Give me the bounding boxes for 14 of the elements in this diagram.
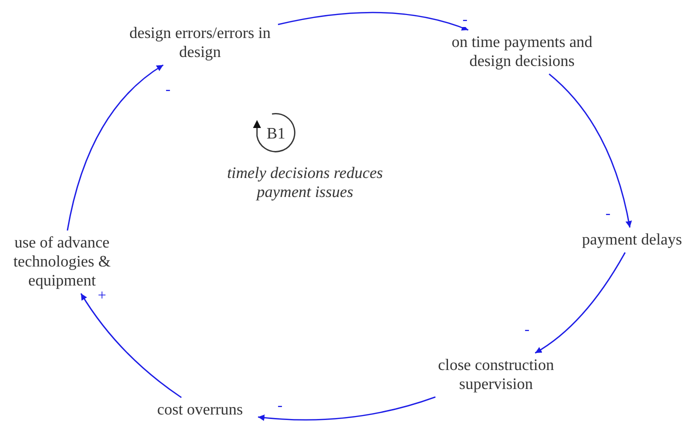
causal-arrow — [80, 293, 182, 398]
causal-arrow — [258, 396, 436, 421]
causal-arrow — [548, 74, 632, 228]
causal-arrow — [66, 64, 164, 231]
loop-name: B1 — [266, 124, 286, 144]
variable-label: payment delays — [572, 230, 692, 250]
variable-label: cost overruns — [145, 400, 255, 420]
variable-label: design errors/errors in design — [125, 24, 275, 62]
causal-arrow — [278, 12, 468, 31]
loop-description: timely decisions reduces payment issues — [226, 164, 384, 202]
variable-label: use of advance technologies & equipment — [0, 234, 124, 290]
variable-label: on time payments and design decisions — [432, 33, 612, 71]
variable-label: close construction supervision — [416, 356, 576, 394]
causal-arrow — [534, 252, 626, 354]
